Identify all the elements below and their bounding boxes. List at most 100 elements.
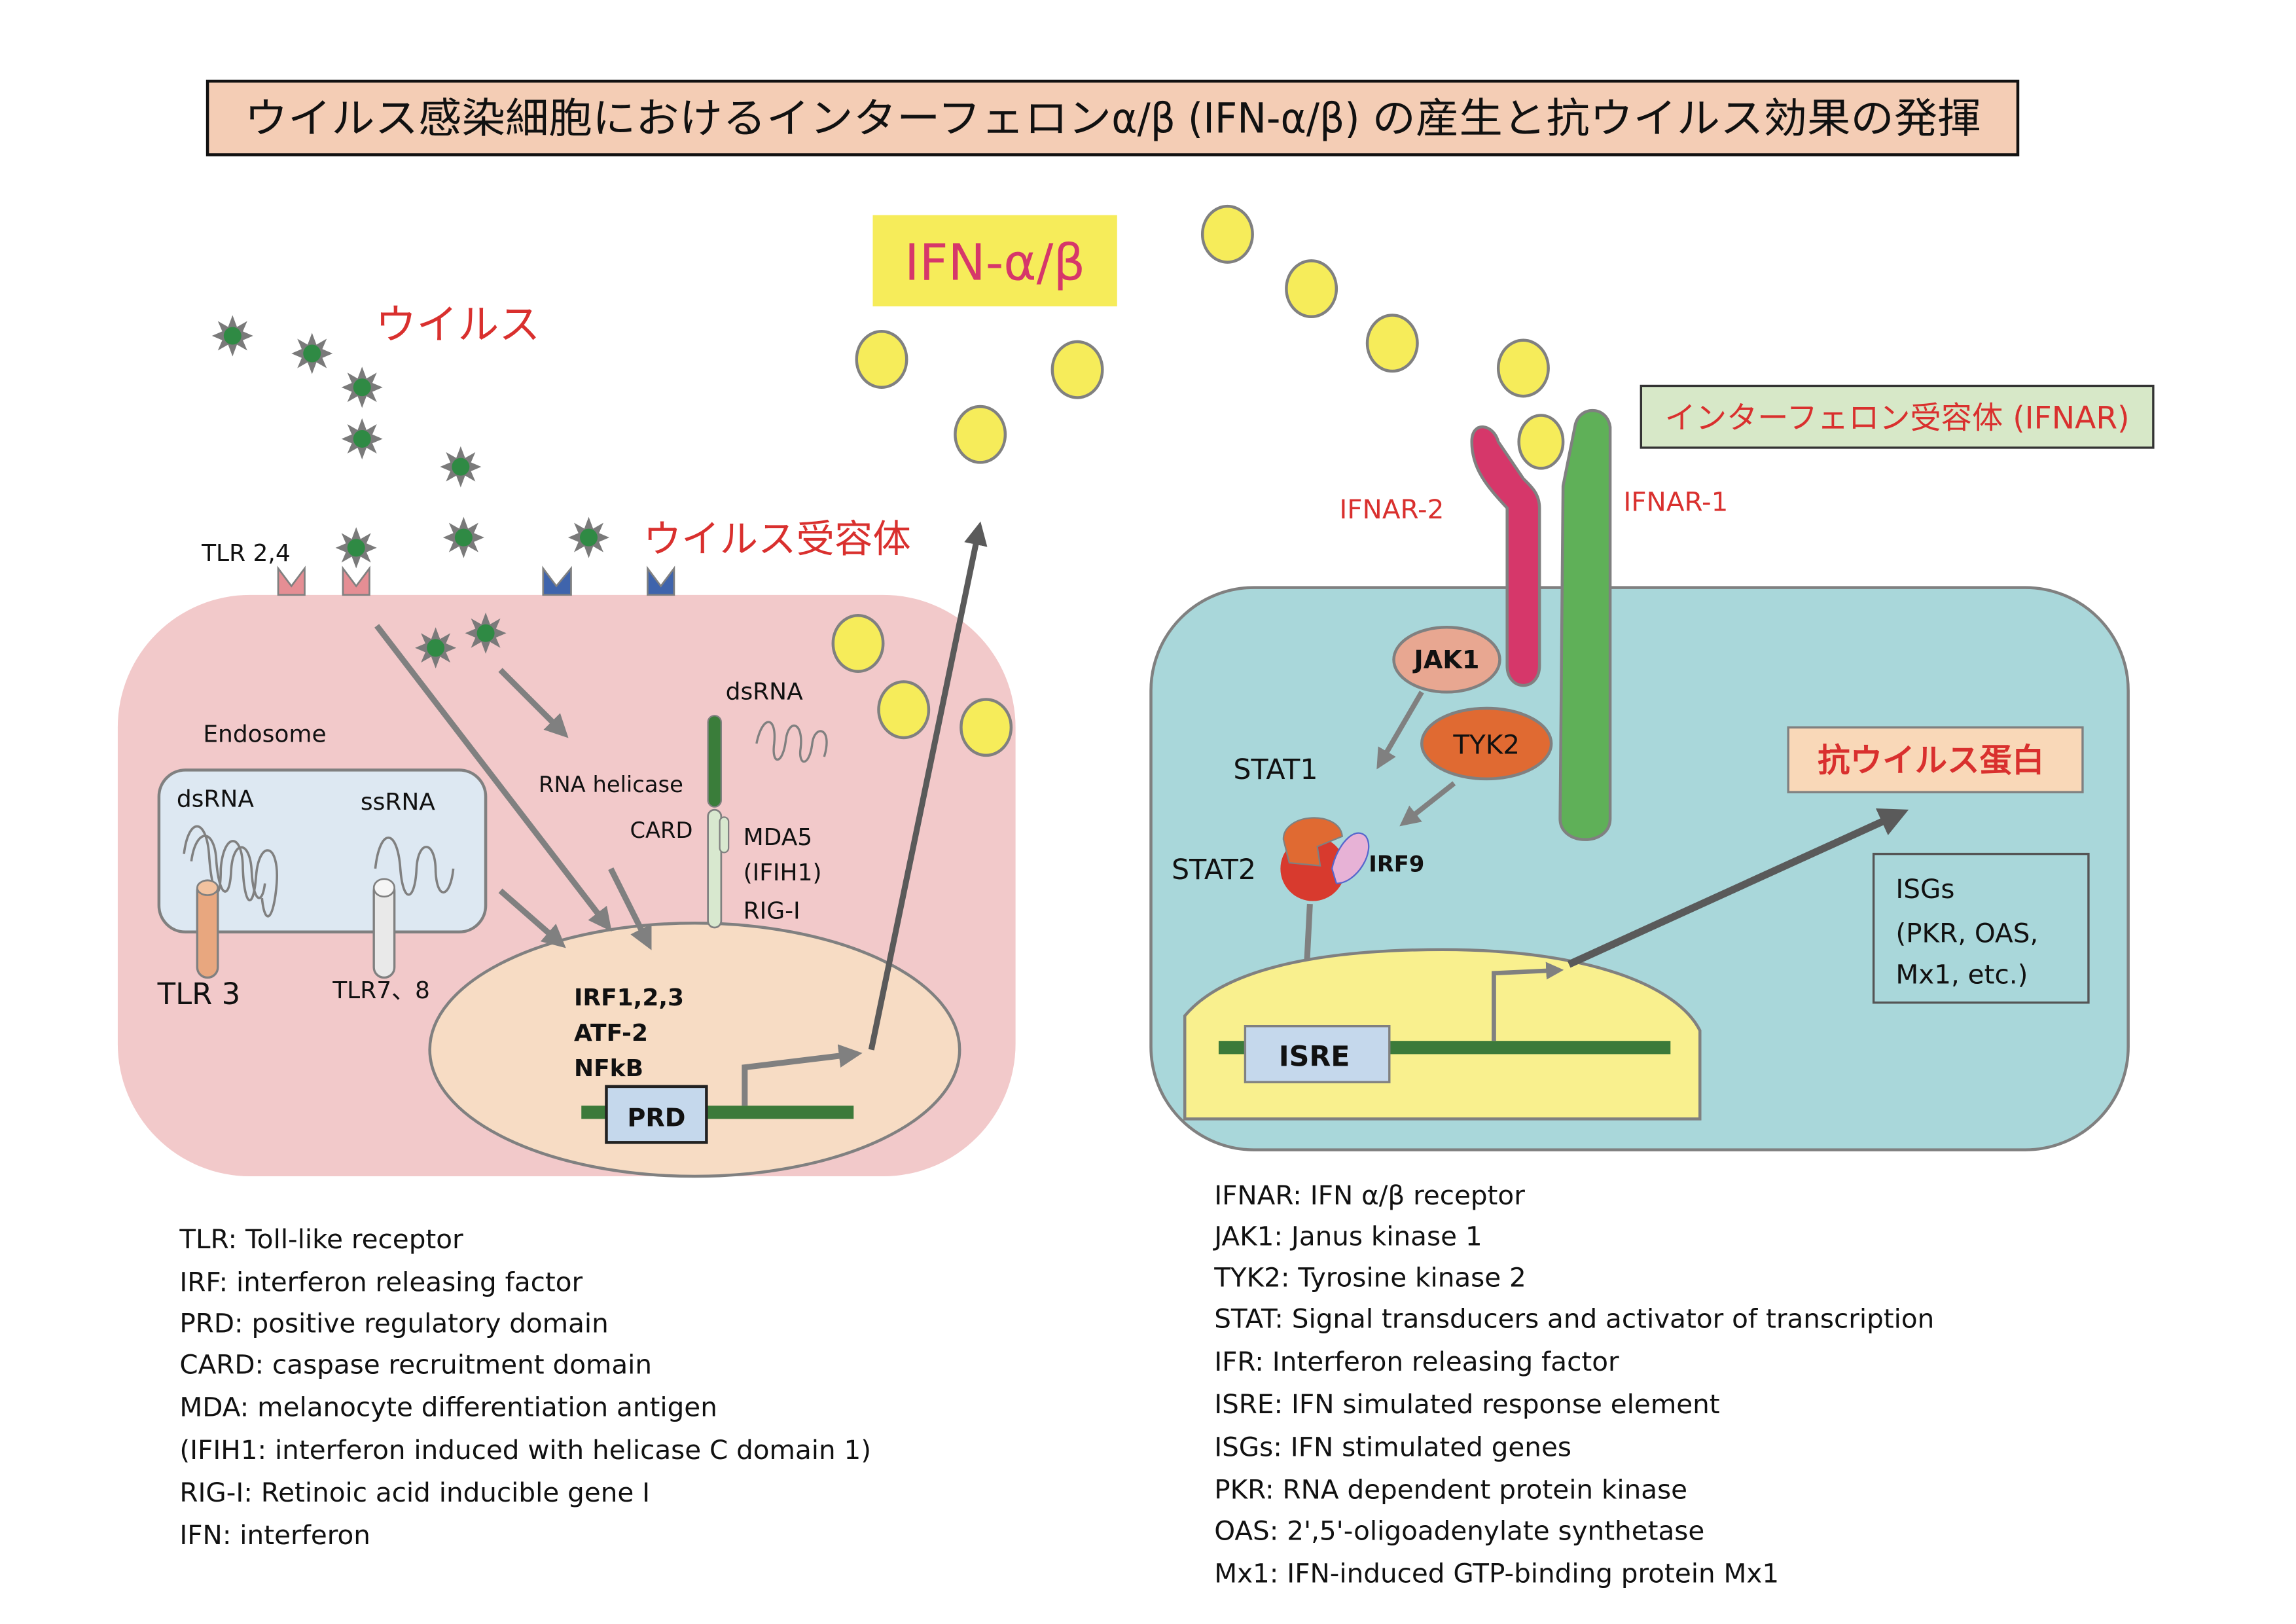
stat-irf9-complex xyxy=(1280,817,1370,901)
legend-right-item: Mx1: IFN-induced GTP-binding protein Mx1 xyxy=(1214,1558,1779,1589)
ssrna-squiggle-icon xyxy=(374,837,455,896)
legend-left: TLR: Toll-like receptor IRF: interferon … xyxy=(179,1223,871,1551)
tlr3-receptor xyxy=(196,879,219,979)
legend-left-item: IRF: interferon releasing factor xyxy=(179,1266,583,1297)
legend-right-item: IFNAR: IFN α/β receptor xyxy=(1214,1180,1525,1211)
endosome-dsrna-label: dsRNA xyxy=(177,786,254,813)
ifn-molecule-icon xyxy=(954,405,1007,464)
ifn-molecule-icon xyxy=(1365,314,1419,373)
cyto-dsrna-squiggle-icon xyxy=(755,721,828,763)
tlr78-label: TLR7、8 xyxy=(332,977,430,1004)
antiviral-protein-box xyxy=(1787,726,2084,793)
ifnar2-label: IFNAR-2 xyxy=(1339,494,1444,525)
tlr24-receptors xyxy=(277,566,370,596)
prd-box xyxy=(605,1085,708,1144)
legend-right-item: ISRE: IFN simulated response element xyxy=(1214,1388,1719,1420)
stat2-label: STAT2 xyxy=(1172,854,1256,886)
virus-icon xyxy=(568,516,609,558)
isgs-line-3: Mx1, etc.) xyxy=(1895,958,2028,990)
ifn-molecule-icon xyxy=(877,680,931,740)
ifn-molecule-icon xyxy=(831,614,885,673)
legend-left-item: PRD: positive regulatory domain xyxy=(179,1307,608,1339)
tyk2-label: TYK2 xyxy=(1452,729,1520,761)
left-transcription-arrow xyxy=(742,1044,863,1106)
legend-right-item: PKR: RNA dependent protein kinase xyxy=(1214,1474,1687,1506)
virus-icon xyxy=(465,612,507,654)
ifn-label-box xyxy=(872,215,1117,307)
virus-icon xyxy=(335,527,377,569)
isgs-line-2: (PKR, OAS, xyxy=(1895,918,2038,949)
isgs-line-1: ISGs xyxy=(1895,873,1954,905)
legend-left-item: CARD: caspase recruitment domain xyxy=(179,1348,652,1380)
bound-ifn-molecule-icon xyxy=(1517,414,1565,470)
tlr24-label: TLR 2,4 xyxy=(201,540,291,567)
right-transcription-arrow xyxy=(1492,962,1564,1041)
legend-right-item: JAK1: Janus kinase 1 xyxy=(1212,1221,1482,1252)
ifnar-label: インターフェロン受容体 (IFNAR) xyxy=(1665,401,2130,437)
rig-i-mda5-receptor xyxy=(707,715,730,929)
virus-icon xyxy=(211,315,253,357)
legend-right-item: STAT: Signal transducers and activator o… xyxy=(1214,1303,1934,1335)
ifn-molecule-icon xyxy=(1050,340,1104,399)
tlr3-label: TLR 3 xyxy=(157,977,241,1011)
ifnar-label-box xyxy=(1640,384,2155,449)
isgs-box xyxy=(1872,852,2090,1004)
legend-right-item: IFR: Interferon releasing factor xyxy=(1214,1346,1619,1377)
virus-icon xyxy=(442,516,484,558)
virus-icon xyxy=(341,418,383,460)
endosome-ssrna-label: ssRNA xyxy=(361,789,435,816)
tlr78-receptor xyxy=(372,878,396,979)
isre-box xyxy=(1244,1025,1391,1083)
legend-right-item: OAS: 2',5'-oligoadenylate synthetase xyxy=(1214,1515,1704,1546)
isre-label: ISRE xyxy=(1279,1040,1350,1073)
irf9-label: IRF9 xyxy=(1369,852,1424,877)
legend-left-item: (IFIH1: interferon induced with helicase… xyxy=(179,1434,871,1466)
page-title: ウイルス感染細胞におけるインターフェロンα/β (IFN-α/β) の産生と抗ウ… xyxy=(244,95,1981,143)
atf2-label: ATF-2 xyxy=(574,1020,648,1047)
card-label: CARD xyxy=(630,818,692,843)
legend-left-item: MDA: melanocyte differentiation antigen xyxy=(179,1392,717,1423)
virus-receptors-blue xyxy=(542,566,675,596)
legend-right-item: ISGs: IFN stimulated genes xyxy=(1214,1431,1571,1462)
tyk2-node xyxy=(1420,706,1553,781)
virus-icon xyxy=(341,367,383,408)
prd-label: PRD xyxy=(627,1104,685,1133)
ifn-secretion-arrow xyxy=(868,521,988,1051)
legend-right-item: TYK2: Tyrosine kinase 2 xyxy=(1213,1262,1526,1293)
left-signaling-arrows xyxy=(374,624,652,950)
ifnar2-receptor xyxy=(1470,425,1541,687)
ifn-molecule-icon xyxy=(855,330,908,389)
jak1-node xyxy=(1392,626,1501,694)
virus-receptor-label: ウイルス受容体 xyxy=(643,517,911,562)
rna-helicase-label: RNA helicase xyxy=(539,772,683,797)
legend-left-item: TLR: Toll-like receptor xyxy=(179,1223,463,1255)
legend-left-item: IFN: interferon xyxy=(179,1519,370,1551)
ifnar1-label: IFNAR-1 xyxy=(1623,486,1728,518)
virus-label: ウイルス xyxy=(375,301,540,349)
ifih1-label: (IFIH1) xyxy=(744,859,822,886)
endosome-label: Endosome xyxy=(203,721,326,748)
ifn-molecule-icon xyxy=(1200,204,1254,264)
virus-icon xyxy=(291,333,333,374)
virus-icon xyxy=(415,627,457,669)
dsrna-squiggle-icon xyxy=(183,825,278,918)
ifn-molecule-icon xyxy=(1496,338,1550,398)
ifnar1-receptor xyxy=(1558,409,1612,841)
ifn-molecule-icon xyxy=(960,698,1013,757)
ifn-label: IFN-α/β xyxy=(905,234,1085,293)
ifn-particles xyxy=(831,204,1550,757)
nfkb-label: NFkB xyxy=(574,1055,643,1082)
antiviral-protein-label: 抗ウイルス蛋白 xyxy=(1818,742,2044,780)
virus-icon xyxy=(440,446,482,488)
rig-i-label: RIG-I xyxy=(744,898,800,925)
legend-left-item: RIG-I: Retinoic acid inducible gene I xyxy=(179,1477,650,1508)
irf123-label: IRF1,2,3 xyxy=(574,984,684,1011)
cyto-dsrna-label: dsRNA xyxy=(726,678,803,705)
title-banner: ウイルス感染細胞におけるインターフェロンα/β (IFN-α/β) の産生と抗ウ… xyxy=(206,79,2020,156)
legend-right: IFNAR: IFN α/β receptor JAK1: Janus kina… xyxy=(1212,1180,1934,1589)
kinase-arrows xyxy=(1376,691,1456,827)
stat1-label: STAT1 xyxy=(1233,753,1318,786)
jak1-label: JAK1 xyxy=(1412,646,1479,675)
ifn-molecule-icon xyxy=(1285,259,1338,319)
